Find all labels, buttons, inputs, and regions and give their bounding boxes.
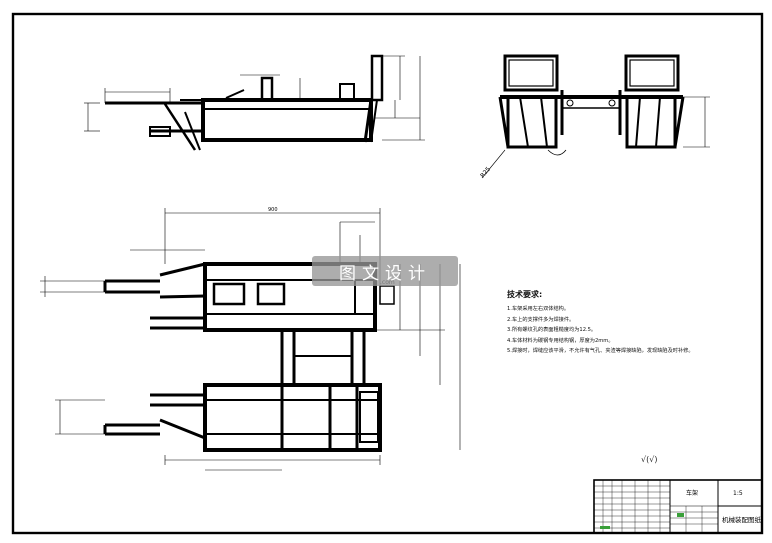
scale-text: 1:5 (733, 490, 743, 497)
note-line-3: 3.所有螺纹孔的表面粗糙度均为12.5。 (507, 327, 597, 333)
watermark-sub: .com (380, 279, 395, 286)
sheet-border (11, 12, 764, 535)
note-line-5: 5.焊接时，焊缝应该平滑，不允许有气孔、夹渣等焊接缺陷，发现缺陷及时补修。 (507, 348, 694, 354)
technical-requirements: 技术要求: 1.车架采用左右双体结构。 2.车上的支撑件多为焊接件。 3.所有螺… (507, 289, 767, 357)
part-name: 车架 (686, 489, 698, 497)
overall-length-dim: 900 (268, 207, 278, 213)
roughness-text: (√) (646, 455, 658, 464)
note-line-4: 4.车体材料为碳钢专用结构钢，厚度为2mm。 (507, 337, 614, 344)
front-view (84, 54, 425, 151)
plan-view (40, 208, 461, 471)
note-line-1: 1.车架采用左右双体结构。 (507, 306, 570, 312)
roughness-symbol: √(√) (641, 455, 657, 464)
side-view (481, 54, 710, 179)
watermark-banner: 图文设计 (312, 256, 458, 286)
title-block (593, 479, 763, 534)
note-line-2: 2.车上的支撑件多为焊接件。 (507, 316, 575, 323)
watermark-text: 图文设计 (339, 263, 431, 284)
roughness-check-icon: √ (641, 455, 647, 464)
drawing-number: 机械装配图纸 (722, 515, 762, 524)
notes-title: 技术要求: (507, 290, 543, 299)
